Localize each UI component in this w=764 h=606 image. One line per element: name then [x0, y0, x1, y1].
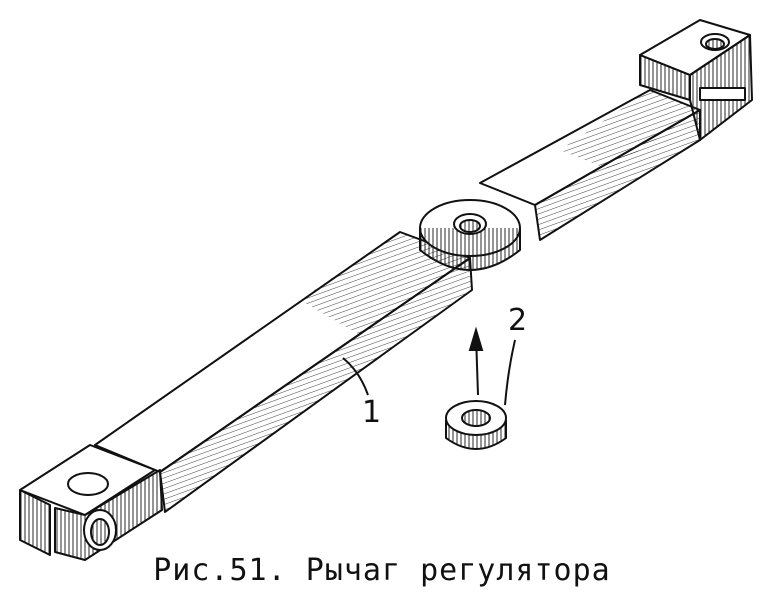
callout-label-2: 2	[508, 303, 527, 338]
figure-caption: Рис.51. Рычаг регулятора	[153, 553, 611, 588]
lever-body	[19, 19, 753, 561]
leader-line-1	[342, 357, 369, 396]
callout-label-1: 1	[362, 395, 381, 430]
bushing-part	[445, 400, 507, 450]
leader-line-2	[504, 339, 516, 406]
assembly-arrow	[468, 326, 484, 396]
